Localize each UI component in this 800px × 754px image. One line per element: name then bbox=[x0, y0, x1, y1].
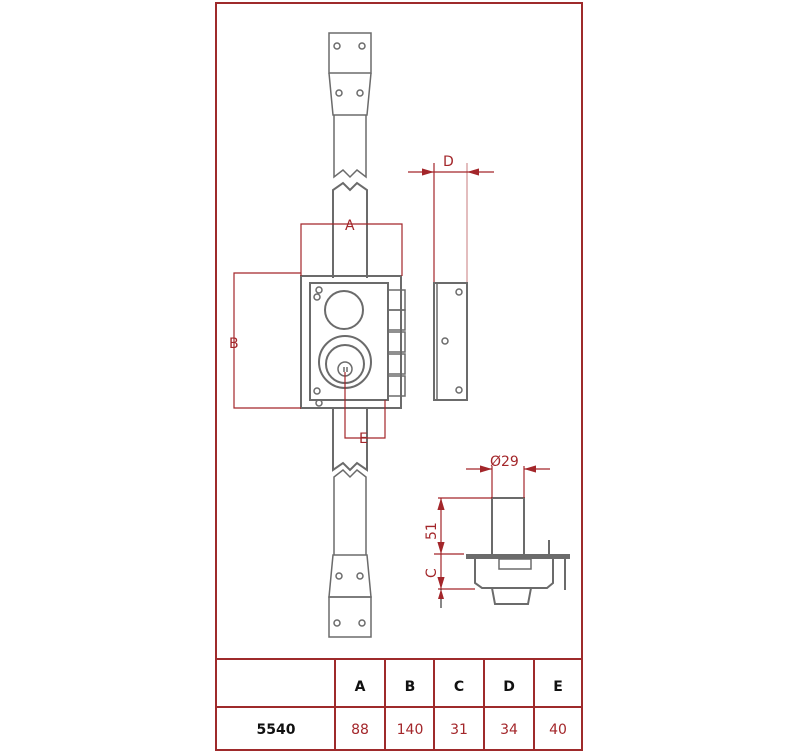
header-c: C bbox=[454, 679, 464, 695]
value-b: 140 bbox=[397, 722, 424, 738]
value-e: 40 bbox=[549, 722, 567, 738]
dimension-51-and-c: 51 C bbox=[424, 497, 492, 608]
label-b: B bbox=[229, 336, 239, 352]
value-a: 88 bbox=[351, 722, 369, 738]
label-c: C bbox=[424, 568, 440, 578]
header-a: A bbox=[355, 679, 366, 695]
dimension-d: D bbox=[408, 154, 494, 282]
dimension-a: A bbox=[300, 218, 403, 276]
model-number: 5540 bbox=[257, 722, 296, 738]
value-d: 34 bbox=[500, 722, 518, 738]
dimensions-table: A B C D E 5540 88 140 31 34 40 bbox=[216, 658, 582, 750]
label-51: 51 bbox=[424, 522, 440, 540]
label-d: D bbox=[443, 154, 454, 170]
label-a: A bbox=[345, 218, 355, 234]
label-e: E bbox=[359, 431, 368, 447]
dimension-e: E bbox=[344, 372, 386, 447]
dimension-b: B bbox=[229, 272, 301, 409]
lock-body bbox=[300, 275, 406, 409]
drawing-frame bbox=[215, 2, 583, 751]
header-e: E bbox=[553, 679, 563, 695]
header-d: D bbox=[503, 679, 515, 695]
cylinder-side-view bbox=[466, 497, 570, 605]
top-rod bbox=[328, 32, 372, 278]
label-diameter: Ø29 bbox=[490, 454, 519, 470]
bottom-rod bbox=[328, 408, 372, 638]
strike-plate bbox=[433, 282, 468, 401]
value-c: 31 bbox=[450, 722, 468, 738]
dimension-diameter: Ø29 bbox=[466, 454, 550, 498]
header-b: B bbox=[405, 679, 416, 695]
